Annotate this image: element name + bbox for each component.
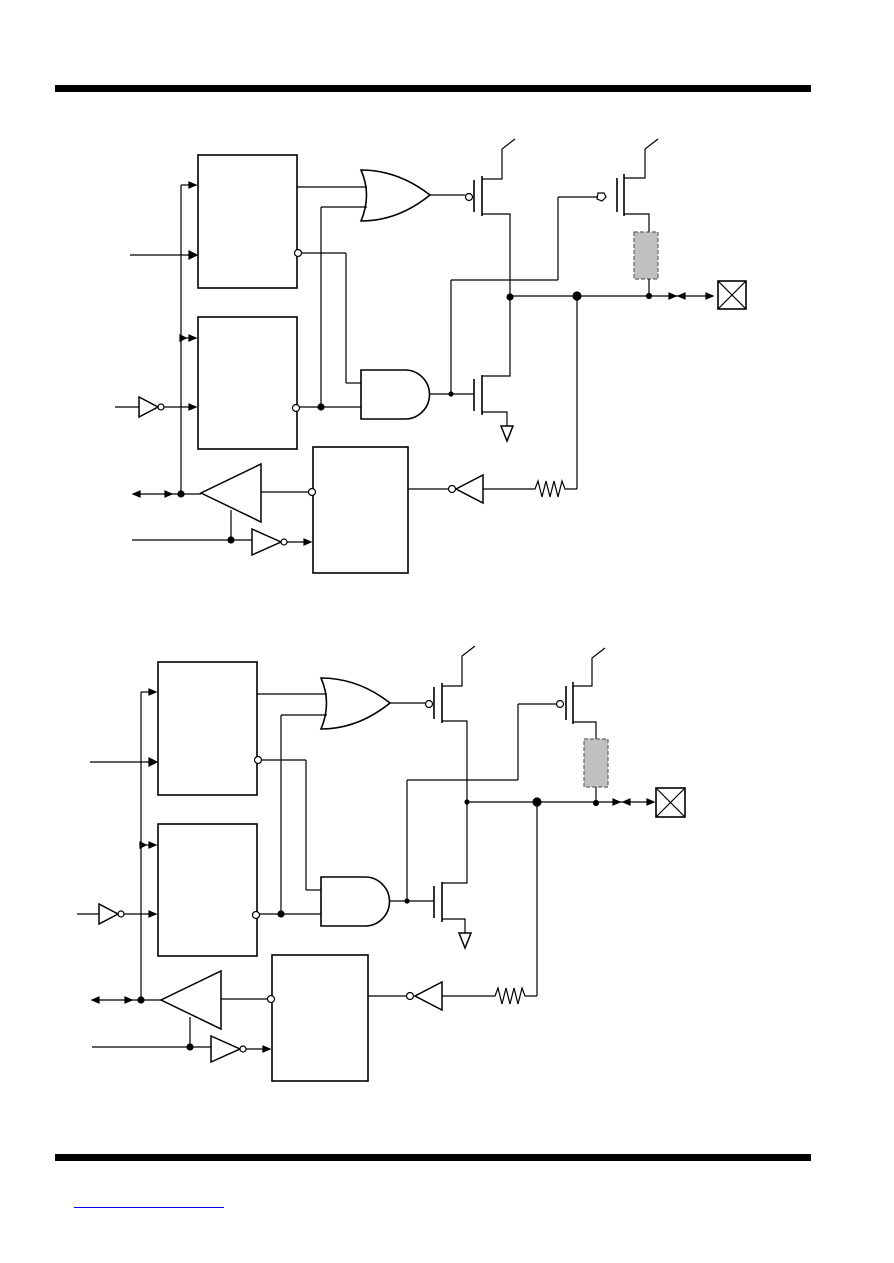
direction-latch-block xyxy=(157,823,258,957)
data-latch-block xyxy=(157,661,258,796)
port-pin-schematic-lower xyxy=(77,645,686,1082)
inversion-bubble-icon xyxy=(596,192,607,202)
arrow-icon xyxy=(668,292,678,300)
wire xyxy=(482,138,516,180)
arrow-icon xyxy=(188,181,198,189)
pullup-resistor-icon xyxy=(633,231,659,280)
inversion-bubble-icon xyxy=(239,1045,247,1053)
read-control-block xyxy=(271,954,369,1082)
arrow-icon xyxy=(646,798,656,806)
wire xyxy=(482,297,511,377)
wire xyxy=(482,213,511,297)
inversion-bubble-icon xyxy=(280,538,288,546)
or-gate-icon xyxy=(319,677,392,730)
wire xyxy=(624,213,650,232)
inversion-bubble-icon xyxy=(293,248,303,258)
pullup-resistor-icon xyxy=(583,738,609,788)
header-rule xyxy=(55,85,811,92)
inversion-bubble-icon xyxy=(291,403,301,413)
inverter-icon xyxy=(138,395,160,419)
wire xyxy=(573,647,606,687)
wire xyxy=(442,802,468,884)
arrow-icon xyxy=(705,292,715,300)
footer-link[interactable] xyxy=(74,1195,224,1208)
inverter-icon xyxy=(251,527,283,557)
arrow-icon xyxy=(148,757,159,767)
inversion-bubble-icon xyxy=(555,699,565,709)
wire xyxy=(442,645,476,687)
inversion-bubble-icon xyxy=(157,403,165,411)
read-control-block xyxy=(312,446,409,574)
input-resistor-icon xyxy=(442,985,537,1005)
inversion-bubble-icon xyxy=(253,755,263,765)
wire xyxy=(442,720,468,802)
io-pad-icon xyxy=(655,787,686,818)
junction-dot xyxy=(227,536,235,544)
arrow-icon xyxy=(148,688,158,696)
wire xyxy=(482,411,508,426)
and-gate-icon xyxy=(360,369,431,420)
direction-latch-block xyxy=(197,316,298,450)
arrow-icon xyxy=(90,996,100,1004)
arrow-icon xyxy=(621,798,631,806)
or-gate-icon xyxy=(359,169,432,222)
inversion-bubble-icon xyxy=(266,994,276,1004)
footer-rule xyxy=(55,1154,811,1161)
wire xyxy=(573,721,597,739)
input-buffer-icon xyxy=(413,980,443,1012)
junction-dot xyxy=(592,799,600,807)
arrow-icon xyxy=(148,910,158,918)
junction-dot xyxy=(137,996,145,1004)
arrow-icon xyxy=(303,538,313,546)
inversion-bubble-icon xyxy=(307,487,317,497)
arrow-icon xyxy=(188,250,199,260)
junction-dot xyxy=(186,1043,194,1051)
inverter-icon xyxy=(210,1034,242,1064)
input-buffer-icon xyxy=(454,473,484,505)
junction-dot xyxy=(317,403,325,411)
io-pad-icon xyxy=(717,280,747,310)
arrow-icon xyxy=(124,996,134,1004)
arrow-icon xyxy=(262,1045,272,1053)
tristate-buffer-icon xyxy=(159,969,222,1031)
arrow-icon xyxy=(164,490,174,498)
ground-icon xyxy=(499,425,515,444)
junction-dot xyxy=(506,293,514,301)
arrow-icon xyxy=(188,334,198,342)
wire xyxy=(624,138,659,179)
input-resistor-icon xyxy=(483,478,577,498)
data-latch-block xyxy=(197,154,298,289)
ground-icon xyxy=(457,932,473,951)
inversion-bubble-icon xyxy=(464,192,474,202)
io-pad-icon xyxy=(655,787,686,818)
arrow-icon xyxy=(612,798,622,806)
arrow-icon xyxy=(188,403,198,411)
junction-dot xyxy=(464,799,470,805)
junction-dot xyxy=(645,292,653,300)
arrow-icon xyxy=(179,334,188,342)
tristate-buffer-icon xyxy=(199,462,262,524)
inverter-icon xyxy=(98,902,120,926)
inversion-bubble-icon xyxy=(447,484,457,494)
arrow-icon xyxy=(131,490,141,498)
and-gate-icon xyxy=(320,876,391,927)
junction-dot xyxy=(177,490,185,498)
inversion-bubble-icon xyxy=(424,699,434,709)
wire xyxy=(442,918,466,933)
io-pad-icon xyxy=(717,280,747,310)
port-pin-schematic-upper xyxy=(115,138,747,574)
arrow-icon xyxy=(676,292,686,300)
inversion-bubble-icon xyxy=(405,991,415,1001)
junction-dot xyxy=(277,910,285,918)
inversion-bubble-icon xyxy=(117,910,125,918)
inversion-bubble-icon xyxy=(251,910,261,920)
arrow-icon xyxy=(148,841,158,849)
arrow-icon xyxy=(139,841,148,849)
